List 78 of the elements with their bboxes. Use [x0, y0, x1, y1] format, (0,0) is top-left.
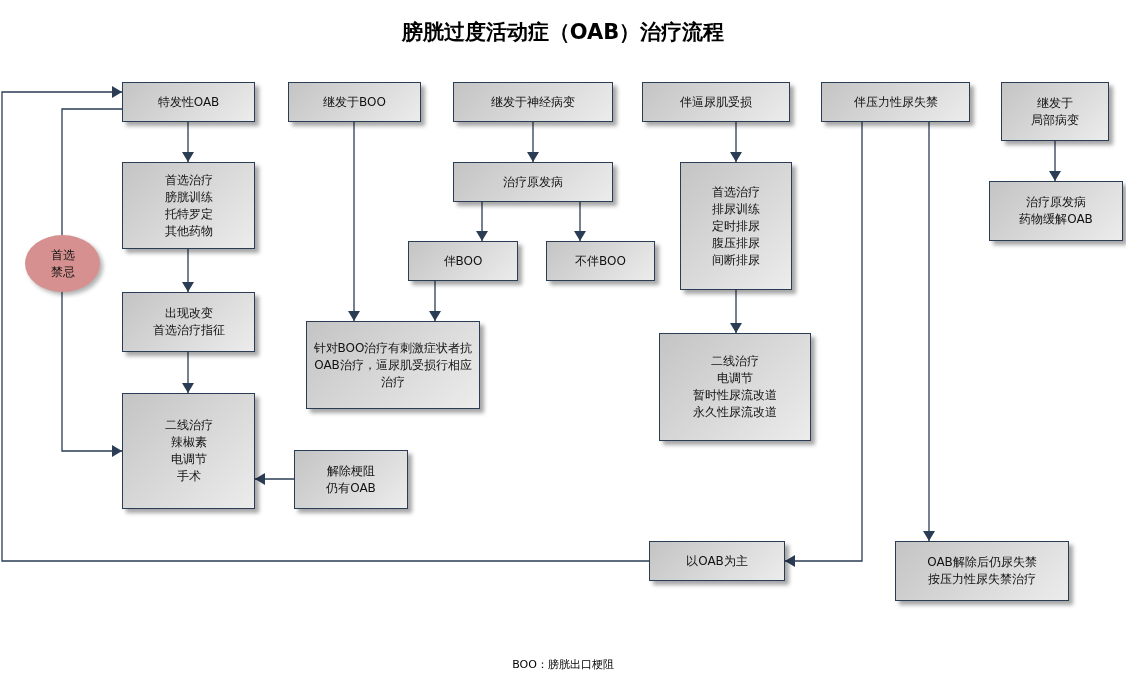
process-box [1001, 82, 1109, 141]
node-text: 仍有OAB [326, 479, 376, 497]
node-text: 出现改变 [164, 305, 213, 322]
node-text: 二线治疗 [164, 417, 213, 434]
node-text: 伴压力性尿失禁 [853, 93, 938, 111]
arrow [574, 201, 586, 242]
process-box [122, 393, 255, 509]
arrow [730, 121, 742, 163]
node-text: 治疗原发病 [503, 173, 563, 191]
node-text: 二线治疗 [711, 353, 759, 370]
node-text: 电调节 [717, 370, 753, 387]
arrow [182, 248, 194, 293]
node-text: 禁忌 [50, 263, 75, 281]
node-text: 伴BOO [443, 252, 483, 270]
process-box [642, 82, 790, 122]
arrow [182, 121, 194, 163]
node-text: 按压力性尿失禁治疗 [928, 571, 1036, 588]
arrow [429, 280, 441, 322]
node-text: 其他药物 [164, 222, 213, 240]
node-text: 继发于 [1037, 94, 1073, 112]
process-box [546, 241, 655, 281]
node-text: 继发于神经病变 [491, 93, 575, 111]
process-box [294, 450, 408, 509]
node-text: 托特罗定 [164, 205, 213, 223]
process-box [680, 162, 792, 290]
arrow [1, 86, 650, 562]
arrow [730, 289, 742, 334]
arrow [348, 121, 360, 322]
process-box [453, 162, 613, 202]
process-box [408, 241, 518, 281]
process-box [989, 181, 1123, 241]
process-box [122, 292, 255, 352]
node-text: 不伴BOO [575, 252, 626, 270]
oval-node [25, 235, 100, 292]
node-text: 药物缓解OAB [1019, 211, 1093, 228]
arrow [527, 121, 539, 163]
process-box [659, 333, 811, 441]
process-box [821, 82, 970, 122]
node-text: 电调节 [170, 451, 207, 468]
process-box [122, 82, 255, 122]
node-text: 手术 [176, 468, 201, 485]
node-text: 永久性尿流改道 [693, 404, 777, 421]
node-text: 特发性OAB [157, 93, 220, 111]
footnote: BOO：膀胱出口梗阻 [512, 658, 614, 671]
node-text: 排尿训练 [712, 200, 760, 218]
node-text: 间断排尿 [712, 251, 760, 269]
node-text: 首选治疗 [164, 171, 213, 189]
node-text: 针对BOO治疗有刺激症状者抗OAB治疗，逼尿肌受损行相应治疗 [313, 339, 473, 391]
node-text: 腹压排尿 [712, 234, 760, 252]
process-box [895, 541, 1069, 601]
node-text: OAB解除后仍尿失禁 [927, 554, 1037, 571]
arrow [476, 201, 488, 242]
arrow [1049, 140, 1061, 182]
node-text: 首选治疗指征 [152, 322, 225, 339]
node-text: 暂时性尿流改道 [693, 387, 777, 404]
node-text: 首选 [50, 246, 75, 264]
node-text: 定时排尿 [712, 217, 760, 235]
arrow [182, 351, 194, 394]
arrow [923, 121, 935, 542]
node-text: 辣椒素 [170, 434, 207, 451]
arrow [254, 473, 295, 485]
process-box [122, 162, 255, 249]
process-box [306, 321, 480, 409]
node-text: 首选治疗 [712, 183, 760, 201]
process-box [649, 541, 785, 581]
node-text: 伴逼尿肌受损 [680, 93, 752, 111]
node-text: 继发于BOO [323, 93, 386, 111]
diagram-title: 膀胱过度活动症（OAB）治疗流程 [401, 19, 725, 46]
process-box [453, 82, 613, 122]
arrow [61, 291, 123, 457]
node-text: 局部病变 [1031, 111, 1079, 129]
node-text: 以OAB为主 [686, 552, 748, 570]
node-text: 膀胱训练 [164, 188, 213, 206]
node-text: 治疗原发病 [1026, 194, 1086, 211]
arrow [784, 121, 863, 567]
node-text: 解除梗阻 [327, 462, 375, 480]
connector-line [61, 108, 123, 236]
process-box [288, 82, 421, 122]
